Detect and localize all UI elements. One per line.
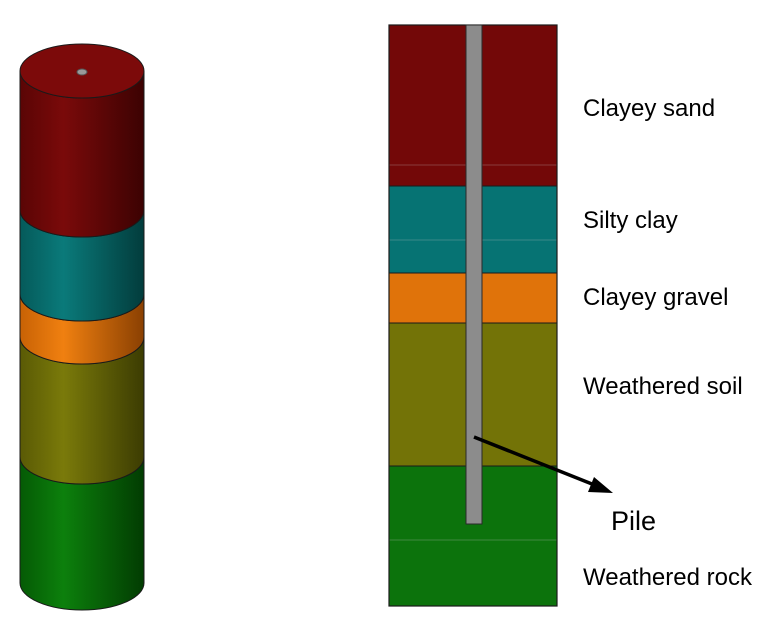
pile-callout-arrow bbox=[473, 435, 613, 493]
cylinder-pile-head bbox=[76, 68, 88, 76]
label-pile: Pile bbox=[611, 506, 657, 536]
label-silty-clay: Silty clay bbox=[583, 207, 678, 234]
pile-shaft bbox=[465, 24, 483, 525]
label-weathered-rock: Weathered rock bbox=[583, 564, 752, 591]
label-weathered-soil: Weathered soil bbox=[583, 373, 743, 400]
cross-section-view bbox=[388, 24, 558, 607]
label-clayey-gravel: Clayey gravel bbox=[583, 284, 729, 311]
label-clayey-sand: Clayey sand bbox=[583, 95, 716, 122]
cylinder-3d-view bbox=[19, 43, 145, 611]
